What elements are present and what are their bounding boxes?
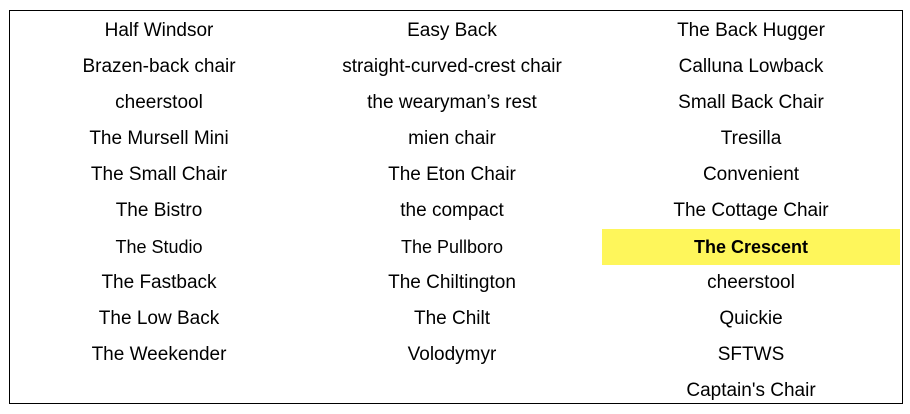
table-cell: Calluna Lowback [678, 56, 824, 77]
table-cell: The Chiltington [388, 272, 516, 293]
table-cell: cheerstool [115, 92, 203, 113]
table-cell: cheerstool [707, 272, 795, 293]
table-cell: The Small Chair [90, 164, 228, 185]
table-cell: the wearyman’s rest [367, 92, 537, 113]
table-cell: Small Back Chair [678, 92, 824, 113]
table-cell: Convenient [702, 164, 800, 185]
table-cell: Quickie [719, 308, 783, 329]
table-cell: Easy Back [407, 20, 497, 41]
table-cell: Captain's Chair [686, 380, 816, 401]
column-2: Easy Back straight-curved-crest chair th… [303, 13, 601, 373]
table-cell: Half Windsor [104, 20, 214, 41]
highlighted-cell: The Crescent [602, 229, 900, 265]
table-cell: Volodymyr [407, 344, 497, 365]
table-cell: the compact [400, 200, 504, 221]
table-cell: The Bistro [115, 200, 203, 221]
table-grid: Half Windsor Brazen-back chair cheerstoo… [10, 11, 904, 405]
table-cell: The Fastback [101, 272, 217, 293]
table-cell: The Cottage Chair [673, 200, 829, 221]
table-cell: The Chilt [413, 308, 491, 329]
column-1: Half Windsor Brazen-back chair cheerstoo… [10, 13, 308, 373]
table-cell: The Pullboro [400, 237, 504, 257]
table-cell: SFTWS [717, 344, 785, 365]
table-cell: The Weekender [91, 344, 227, 365]
table-cell: The Eton Chair [388, 164, 516, 185]
table-cell: mien chair [408, 128, 496, 149]
table-cell: The Back Hugger [677, 20, 825, 41]
column-3: The Back Hugger Calluna Lowback Small Ba… [602, 13, 900, 409]
table-cell: The Mursell Mini [89, 128, 229, 149]
table-cell: Tresilla [720, 128, 782, 149]
table-cell: The Low Back [98, 308, 220, 329]
table-cell: straight-curved-crest chair [342, 56, 562, 77]
table-cell: The Studio [115, 237, 203, 257]
table-cell: Brazen-back chair [82, 56, 236, 77]
chair-names-table: Half Windsor Brazen-back chair cheerstoo… [9, 10, 903, 404]
